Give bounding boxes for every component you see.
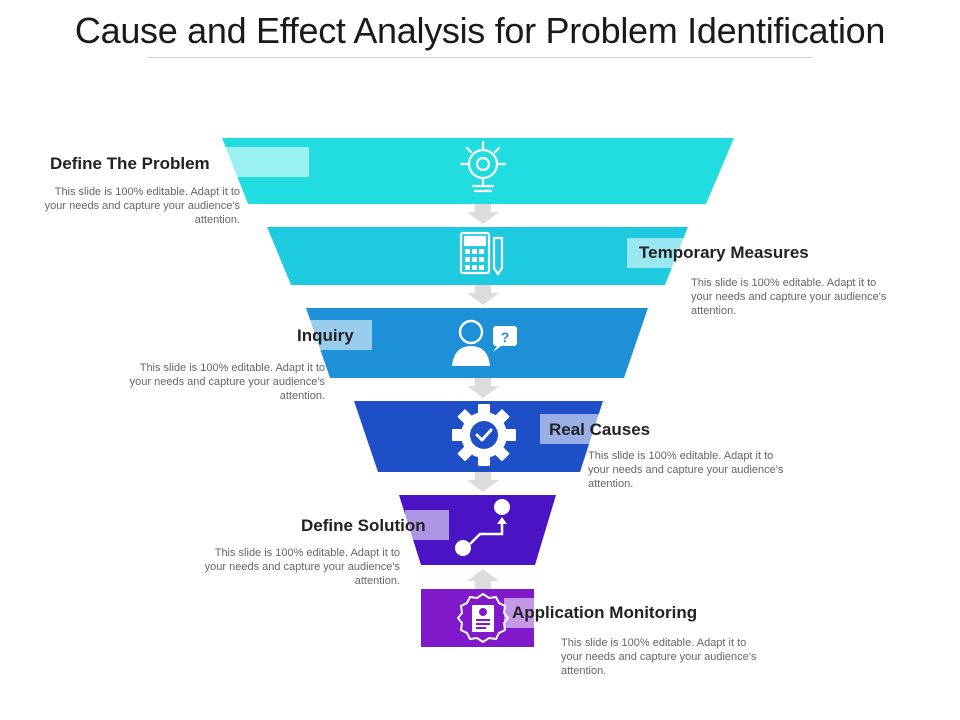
arrow-down-3 — [467, 378, 499, 398]
arrow-down-2 — [467, 285, 499, 305]
stage-label-define-solution: Define Solution — [301, 516, 426, 535]
page-title: Cause and Effect Analysis for Problem Id… — [74, 10, 886, 51]
arrow-up-5 — [467, 569, 499, 589]
gear-check-icon — [452, 404, 516, 466]
stage-desc-real-causes: This slide is 100% editable. Adapt it to… — [588, 450, 784, 490]
path-route-icon — [455, 499, 510, 556]
lightbulb-target-icon — [459, 140, 507, 193]
stage-label-inquiry: Inquiry — [297, 326, 354, 345]
label-highlight-4 — [540, 414, 600, 444]
funnel-level-3 — [306, 308, 648, 378]
stage-label-temporary-measures: Temporary Measures — [639, 243, 809, 262]
label-highlight-5 — [405, 510, 449, 540]
arrow-down-4 — [467, 472, 499, 492]
stage-desc-temporary-measures: This slide is 100% editable. Adapt it to… — [691, 277, 887, 317]
label-highlight-1 — [226, 147, 309, 177]
arrow-down-1 — [467, 204, 499, 224]
stage-desc-application-monitoring: This slide is 100% editable. Adapt it to… — [561, 637, 757, 677]
funnel-level-2 — [267, 227, 688, 285]
funnel-level-1 — [222, 138, 734, 204]
person-question-icon: ? — [452, 319, 517, 366]
svg-text:?: ? — [501, 329, 510, 345]
label-highlight-6 — [504, 598, 534, 628]
calculator-pencil-icon — [459, 231, 504, 276]
stage-desc-define-problem: This slide is 100% editable. Adapt it to… — [44, 186, 240, 226]
stage-desc-define-solution: This slide is 100% editable. Adapt it to… — [204, 547, 400, 587]
connector-arrows — [467, 204, 499, 589]
label-highlight-3 — [308, 320, 372, 350]
stage-desc-inquiry: This slide is 100% editable. Adapt it to… — [129, 362, 325, 402]
label-highlight-2 — [627, 238, 695, 268]
stage-label-real-causes: Real Causes — [549, 420, 651, 439]
title-divider — [148, 57, 812, 58]
stage-label-application-monitoring: Application Monitoring — [512, 603, 698, 622]
stage-label-define-problem: Define The Problem — [50, 154, 210, 173]
